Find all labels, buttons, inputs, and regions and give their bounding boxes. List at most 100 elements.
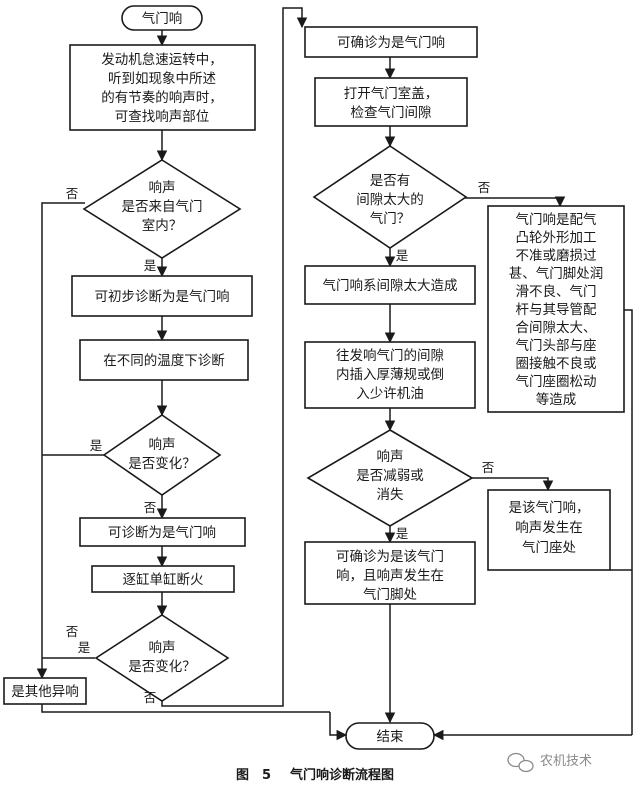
- text-line: 响声发生在: [515, 520, 583, 536]
- caption-figure-number: 图 5: [236, 768, 271, 783]
- node-end: 结束: [345, 722, 435, 750]
- label-d3-yes: 是: [78, 640, 91, 655]
- node-r2: 打开气门室盖， 检查气门间隙: [314, 77, 468, 127]
- text-line: 消失: [377, 487, 404, 503]
- text-line: 是否有: [370, 173, 411, 189]
- node-s1-text: 气门响是配气凸轮外形加工不准或磨损过甚、气门脚处润滑不良、气门杆与其导管配合间隙…: [509, 212, 604, 408]
- text-line: 气门？: [370, 211, 411, 227]
- decision-d2-text: 响声是否变化？: [128, 437, 196, 472]
- figure-caption: 图 5 气门响诊断流程图: [236, 767, 394, 783]
- node-n2: 可初步诊断为是气门响: [71, 275, 253, 317]
- node-end-text: 结束: [377, 729, 404, 745]
- text-line: 响，且响声发生在: [336, 568, 444, 584]
- text-line: 等造成: [536, 391, 577, 408]
- text-line: 响声: [377, 449, 404, 465]
- decision-d1-text: 响声是否来自气门室内？: [122, 180, 203, 234]
- text-line: 气门响是配气: [516, 212, 597, 228]
- node-n4: 可诊断为是气门响: [79, 517, 246, 547]
- decision-d4-text: 是否有间隙太大的气门？: [356, 173, 424, 227]
- text-line: 间隙太大的: [356, 192, 424, 208]
- edge-d3-no-r1: [161, 7, 308, 707]
- node-n1-text: 发动机怠速运转中， 听到如现象中所述的有节奏的响声时， 可查找响声部位: [101, 52, 223, 125]
- node-n2-text: 可初步诊断为是气门响: [95, 288, 230, 305]
- node-r3-text: 气门响系间隙太大造成: [323, 278, 458, 294]
- label-d2-no: 否: [144, 500, 157, 515]
- text-line: 响声: [149, 640, 176, 656]
- text-line: 气门座圈松动: [516, 374, 597, 390]
- label-d1-no: 否: [66, 186, 79, 201]
- node-r2-text: 打开气门室盖， 检查气门间隙: [344, 85, 439, 121]
- text-line: 合间隙太大、: [516, 320, 597, 336]
- node-r3: 气门响系间隙太大造成: [304, 265, 476, 305]
- edge-other-end: [41, 704, 330, 713]
- watermark-text: 农机技术: [540, 754, 592, 769]
- decision-d3-text: 响声是否变化？: [128, 640, 196, 675]
- node-n5-text: 逐缸单缸断火: [123, 571, 204, 588]
- text-line: 响声: [149, 437, 176, 453]
- text-line: 是否变化？: [128, 456, 196, 472]
- label-d4-no: 否: [478, 180, 491, 195]
- text-line: 的有节奏的响声时，: [101, 90, 223, 106]
- text-line: 不准或磨损过: [516, 248, 597, 264]
- text-line: 可确诊为是该气门: [336, 549, 444, 565]
- edge-s1-rail: [624, 309, 633, 735]
- node-r4-text: 往发响气门的间隙内插入厚薄规或倒入少许机油: [336, 348, 444, 402]
- node-n5: 逐缸单缸断火: [91, 565, 235, 593]
- label-d5-no: 否: [482, 460, 495, 475]
- node-other-text: 是其他异响: [11, 684, 79, 700]
- decision-d4: 是否有间隙太大的气门？: [312, 145, 468, 249]
- node-n4-text: 可诊断为是气门响: [108, 525, 216, 541]
- label-d5-yes: 是: [396, 526, 409, 541]
- text-line: 入少许机油: [356, 386, 424, 402]
- edge-labels: 否 是 是 否 否 是 否 否 是 否 是: [66, 180, 495, 705]
- node-other: 是其他异响: [3, 677, 87, 705]
- watermark: 农机技术: [507, 752, 592, 773]
- decision-d3: 响声是否变化？: [94, 614, 230, 702]
- label-d1-yes: 是: [144, 258, 157, 273]
- caption-title: 气门响诊断流程图: [290, 767, 394, 783]
- node-s1: 气门响是配气凸轮外形加工不准或磨损过甚、气门脚处润滑不良、气门杆与其导管配合间隙…: [487, 205, 625, 413]
- edge-d5-no-s2: [470, 477, 554, 492]
- node-s2-text: 是该气门响，响声发生在气门座处: [509, 500, 590, 556]
- connectors: [36, 7, 633, 741]
- text-line: 响声: [149, 180, 176, 196]
- decision-d2: 响声是否变化？: [102, 414, 222, 496]
- node-n3: 在不同的温度下诊断: [79, 339, 249, 381]
- decision-d1: 响声是否来自气门室内？: [82, 159, 242, 259]
- label-d3-no: 否: [144, 690, 157, 705]
- edge-left-end: [329, 712, 348, 741]
- text-line: 内插入厚薄规或倒: [336, 367, 444, 383]
- text-line: 是否减弱或: [356, 468, 424, 484]
- text-line: 气门头部与座: [516, 338, 597, 354]
- edge-d1-no-rail: [41, 202, 85, 660]
- label-d2-yes: 是: [90, 438, 103, 453]
- text-line: 听到如现象中所述: [108, 71, 216, 87]
- node-r1-text: 可确诊为是气门响: [337, 35, 445, 51]
- text-line: 往发响气门的间隙: [336, 348, 444, 364]
- node-n3-text: 在不同的温度下诊断: [103, 353, 225, 369]
- node-r5: 可确诊为是该气门响，且响声发生在气门脚处: [304, 541, 476, 605]
- text-line: 凸轮外形加工: [516, 230, 597, 246]
- text-line: 发动机怠速运转中，: [101, 52, 223, 68]
- text-line: 滑不良、气门: [516, 284, 597, 300]
- text-line: 检查气门间隙: [351, 105, 432, 121]
- text-line: 室内？: [142, 217, 183, 234]
- text-line: 气门座处: [522, 540, 576, 556]
- label-d3-no-left: 否: [66, 624, 79, 639]
- node-r1: 可确诊为是气门响: [304, 26, 478, 58]
- wechat-icon: [507, 752, 534, 773]
- text-line: 甚、气门脚处润: [509, 266, 604, 282]
- node-r4: 往发响气门的间隙内插入厚薄规或倒入少许机油: [304, 341, 476, 409]
- node-s2: 是该气门响，响声发生在气门座处: [487, 489, 611, 571]
- text-line: 是否变化？: [128, 659, 196, 675]
- text-line: 打开气门室盖，: [344, 85, 439, 102]
- decision-d5-text: 响声是否减弱或消失: [356, 449, 424, 503]
- text-line: 气门脚处: [363, 587, 417, 603]
- text-line: 圈接触不良或: [516, 355, 597, 372]
- node-n1: 发动机怠速运转中， 听到如现象中所述的有节奏的响声时， 可查找响声部位: [69, 44, 256, 131]
- decision-d5: 响声是否减弱或消失: [306, 429, 474, 527]
- text-line: 杆与其导管配: [516, 302, 597, 318]
- text-line: 可查找响声部位: [115, 109, 210, 125]
- node-r5-text: 可确诊为是该气门响，且响声发生在气门脚处: [336, 549, 444, 603]
